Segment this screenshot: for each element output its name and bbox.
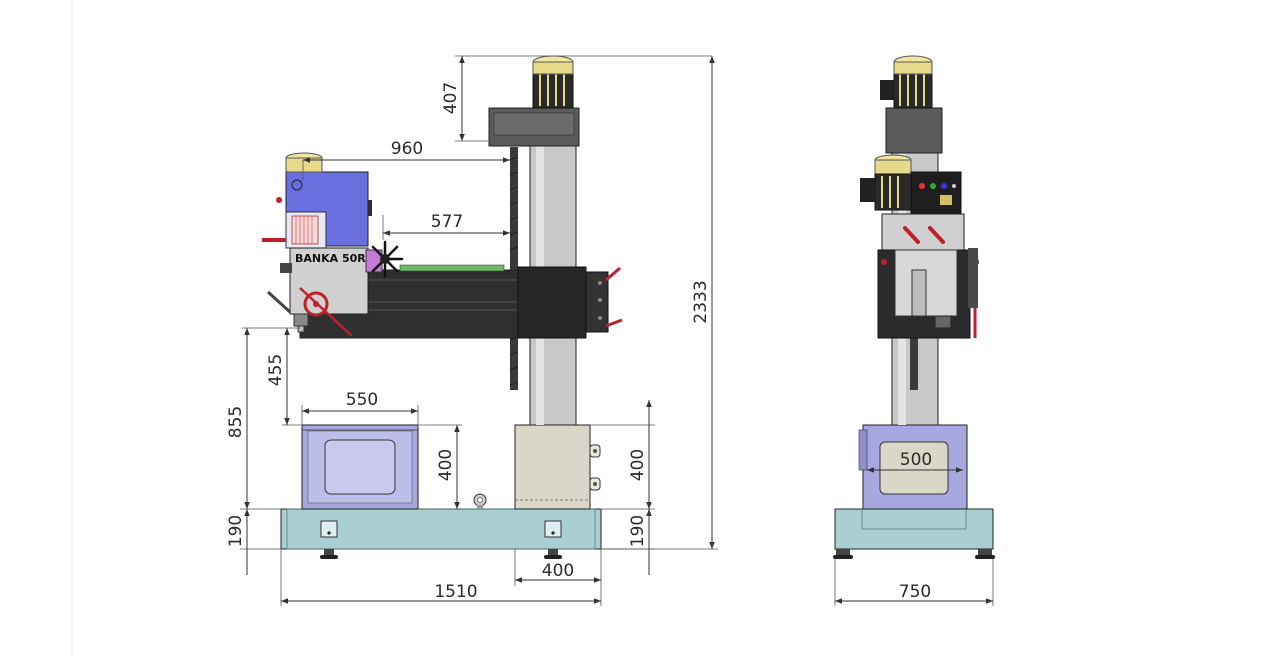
dim-arm-reach-min: 577: [382, 212, 510, 240]
front-column-box: [514, 424, 601, 510]
svg-text:1510: 1510: [434, 582, 477, 602]
svg-text:400: 400: [542, 561, 574, 581]
svg-text:407: 407: [441, 82, 461, 114]
dim-side-table-width: 500: [867, 450, 963, 473]
svg-text:855: 855: [226, 406, 246, 438]
svg-text:2333: 2333: [691, 280, 711, 323]
dim-column-box-height: 400: [590, 400, 655, 510]
side-base: [834, 508, 994, 550]
svg-text:750: 750: [899, 582, 931, 602]
dim-side-base-width: 750: [834, 559, 994, 606]
side-view: [833, 55, 995, 559]
dim-total-height: 2333: [602, 56, 718, 550]
dim-spindle-to-table: 455: [242, 327, 302, 426]
side-head: [860, 154, 979, 339]
svg-text:400: 400: [628, 449, 648, 481]
lead-screw: [510, 147, 518, 390]
dim-base-height-left: 190: [226, 509, 281, 575]
svg-text:190: 190: [628, 515, 648, 547]
dim-base-height-right: 190: [601, 509, 655, 575]
dim-table-height: 400: [418, 424, 462, 510]
brand-label: BANKA 50R: [295, 252, 366, 265]
dim-motor-height: 407: [441, 55, 712, 142]
svg-text:455: 455: [266, 354, 286, 386]
front-base: [280, 493, 602, 559]
dim-column-box-width: 400: [514, 549, 602, 586]
svg-text:500: 500: [900, 450, 932, 470]
front-view: BANKA 50R: [262, 55, 623, 559]
front-table: [301, 424, 419, 510]
dim-arm-reach-max: 960: [302, 139, 510, 180]
top-motor: [488, 55, 580, 147]
svg-text:550: 550: [346, 390, 378, 410]
dim-table-width: 550: [301, 390, 419, 425]
svg-text:400: 400: [436, 449, 456, 481]
svg-text:190: 190: [226, 515, 246, 547]
svg-text:577: 577: [431, 212, 463, 232]
dim-base-length: 1510: [280, 549, 602, 606]
svg-text:960: 960: [391, 139, 423, 159]
